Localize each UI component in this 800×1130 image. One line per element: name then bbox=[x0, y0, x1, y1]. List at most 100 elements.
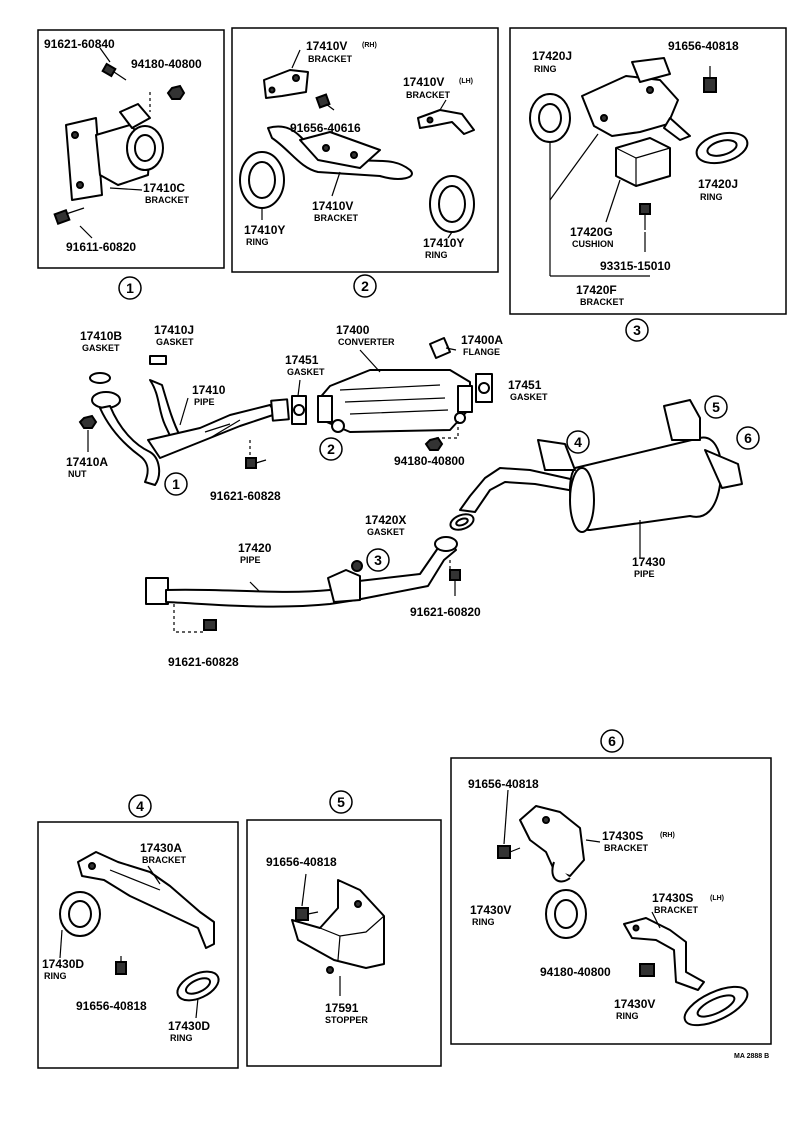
label-ring: RING bbox=[534, 64, 557, 74]
ring-17410y-left[interactable] bbox=[239, 151, 285, 209]
label-17430d-left: 17430D bbox=[42, 957, 84, 971]
label-17410j: 17410J bbox=[154, 323, 194, 337]
label-17400a: 17400A bbox=[461, 333, 503, 347]
label-17430: 17430 bbox=[632, 555, 666, 569]
gasket-17451-left[interactable] bbox=[291, 395, 307, 425]
gasket-17420x[interactable] bbox=[448, 511, 475, 532]
panel-3: 17420J RING 91656-40818 17420J RING 1742… bbox=[509, 27, 787, 342]
label-91656-40818: 91656-40818 bbox=[468, 777, 539, 791]
callout-4-circle bbox=[128, 794, 152, 818]
label-ring: RING bbox=[246, 237, 269, 247]
callout-4: 4 bbox=[136, 798, 144, 814]
nut-17410a[interactable] bbox=[78, 414, 98, 429]
gasket-17410j[interactable] bbox=[149, 355, 167, 365]
ring-17410y-right[interactable] bbox=[429, 175, 475, 233]
label-17410v: 17410V bbox=[312, 199, 353, 213]
panel-5: 5 91656-40818 17591 STOPPER bbox=[246, 790, 442, 1067]
bolt-93315-15010[interactable] bbox=[639, 203, 651, 230]
callout-4-main: 4 bbox=[574, 434, 582, 450]
label-91621-60840: 91621-60840 bbox=[44, 37, 115, 51]
main-assembly: 1 2 3 4 5 6 17410B GASKET 17410J GASKET … bbox=[66, 323, 760, 669]
bolt-91656-40616[interactable] bbox=[315, 93, 335, 111]
label-bracket: BRACKET bbox=[604, 843, 649, 853]
label-17430s-rh: 17430S bbox=[602, 829, 643, 843]
callout-6-circle bbox=[600, 729, 624, 753]
callout-3: 3 bbox=[633, 322, 641, 338]
bracket-17430a[interactable] bbox=[77, 851, 215, 949]
label-nut: NUT bbox=[68, 469, 87, 479]
converter-17400[interactable] bbox=[317, 369, 473, 433]
label-17420j-left: 17420J bbox=[532, 49, 572, 63]
bracket-17430s-rh[interactable] bbox=[519, 805, 585, 883]
gasket-17410b[interactable] bbox=[89, 372, 111, 384]
ring-17430d-right[interactable] bbox=[173, 966, 223, 1006]
bolt-91656-40818[interactable] bbox=[703, 66, 717, 93]
label-91611-60820: 91611-60820 bbox=[66, 240, 136, 254]
ring-17430v-upper[interactable] bbox=[545, 889, 587, 939]
bolt-91621-60820[interactable] bbox=[449, 569, 461, 596]
callout-1-circle bbox=[118, 276, 142, 300]
ring-17420j-left[interactable] bbox=[529, 93, 571, 143]
bolt-91611-60820[interactable] bbox=[53, 207, 85, 226]
label-gasket: GASKET bbox=[510, 392, 548, 402]
panel-4-frame bbox=[37, 821, 239, 1069]
label-ring: RING bbox=[472, 917, 495, 927]
leader bbox=[447, 231, 453, 239]
callout-2: 2 bbox=[361, 278, 369, 294]
label-17430v-lower: 17430V bbox=[614, 997, 655, 1011]
callout-6: 6 bbox=[608, 733, 616, 749]
bolt-91621-60828-upper[interactable] bbox=[245, 457, 267, 469]
leader bbox=[99, 47, 111, 63]
bracket-17430s-lh[interactable] bbox=[623, 917, 705, 991]
label-17430v-upper: 17430V bbox=[470, 903, 511, 917]
pipe-17410[interactable] bbox=[91, 379, 290, 486]
label-cushion: CUSHION bbox=[572, 239, 614, 249]
bracket-17410v-lh[interactable] bbox=[417, 109, 475, 135]
leader bbox=[301, 873, 307, 907]
diagram-reference-code: MA 2888 B bbox=[734, 1053, 769, 1060]
label-bracket: BRACKET bbox=[654, 905, 699, 915]
bracket-17420f[interactable] bbox=[581, 57, 691, 141]
bracket-17410c[interactable] bbox=[65, 103, 164, 201]
label-17410v-rh: 17410V bbox=[306, 39, 347, 53]
label-17400: 17400 bbox=[336, 323, 370, 337]
label-pipe: PIPE bbox=[240, 555, 261, 565]
bolt-91656-40818-p5[interactable] bbox=[295, 907, 319, 921]
qualifier-rh: (RH) bbox=[660, 832, 675, 839]
nut-94180-40800-p6[interactable] bbox=[639, 963, 655, 977]
ring-17430d-left[interactable] bbox=[59, 891, 101, 937]
leader bbox=[249, 581, 261, 593]
muffler-pipe-17430[interactable] bbox=[459, 399, 743, 533]
label-17420x: 17420X bbox=[365, 513, 406, 527]
bolt-91621-60828-lower[interactable] bbox=[203, 619, 217, 631]
ring-17430v-lower[interactable] bbox=[679, 979, 752, 1033]
bracket-17410v-rh[interactable] bbox=[263, 69, 309, 99]
label-ring: RING bbox=[44, 971, 67, 981]
nut-94180-40800[interactable] bbox=[149, 84, 186, 112]
label-17420g: 17420G bbox=[570, 225, 613, 239]
callout-1-main: 1 bbox=[172, 476, 180, 492]
bolt-91621-60840[interactable] bbox=[101, 62, 127, 81]
leader bbox=[503, 789, 509, 845]
label-pipe: PIPE bbox=[634, 569, 655, 579]
leader bbox=[59, 929, 63, 959]
leader bbox=[585, 839, 601, 843]
label-17451-right: 17451 bbox=[508, 378, 542, 392]
gasket-17451-right[interactable] bbox=[475, 373, 493, 403]
label-91656-40818: 91656-40818 bbox=[266, 855, 337, 869]
callout-1: 1 bbox=[126, 280, 134, 296]
leader bbox=[436, 418, 459, 439]
pipe-17420[interactable] bbox=[145, 536, 458, 608]
flange-17400a[interactable] bbox=[429, 337, 457, 359]
label-17410v-lh: 17410V bbox=[403, 75, 444, 89]
cushion-17420g[interactable] bbox=[615, 137, 671, 187]
nut-94180-40800-main[interactable] bbox=[424, 436, 444, 451]
stopper-17591[interactable] bbox=[291, 879, 385, 974]
panel-2: 17410V (RH) BRACKET 17410V (LH) BRACKET … bbox=[231, 27, 499, 298]
leader bbox=[297, 379, 301, 397]
leader bbox=[331, 171, 341, 197]
bracket-17410v[interactable] bbox=[267, 125, 413, 180]
bolt-91656-40818-p6[interactable] bbox=[497, 845, 521, 859]
ring-17420j-right[interactable] bbox=[693, 128, 750, 169]
bolt-91656-40818-p4[interactable] bbox=[115, 956, 127, 975]
